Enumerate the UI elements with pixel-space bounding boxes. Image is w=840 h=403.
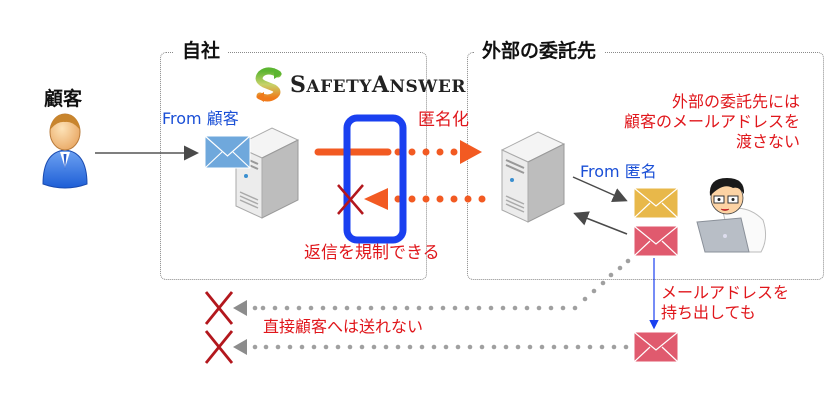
external-contractor-title: 外部の委託先 <box>474 40 605 62</box>
brand-part-1: S <box>290 72 307 98</box>
server-to-contractor-arrow <box>572 176 628 203</box>
take-out-note-line-2: 持ち出しても <box>661 303 756 322</box>
direct-send-attempt-1 <box>233 258 631 316</box>
envelope-red-icon <box>633 225 679 257</box>
envelope-yellow-icon <box>633 187 679 219</box>
reply-blocked-x-icon <box>337 184 364 215</box>
own-company-region <box>160 52 427 280</box>
reply-arrowhead <box>364 188 388 210</box>
blocked-x-icon-2 <box>204 330 234 364</box>
envelope-red-taken-out-icon <box>633 331 679 363</box>
contractor-server-icon <box>498 128 568 224</box>
envelope-blue-icon <box>204 135 251 169</box>
safetyanswer-s-logo-icon <box>254 66 284 104</box>
forward-arrowhead <box>460 140 482 164</box>
reply-restrict-label: 返信を規制できる <box>304 243 440 263</box>
safetyanswer-brand-name: SAFETYANSWER <box>290 72 466 98</box>
brand-part-2: AFETY <box>306 77 372 97</box>
no-address-note-line-2: 顧客のメールアドレスを <box>623 112 800 131</box>
no-address-note: 外部の委託先には 顧客のメールアドレスを 渡さない <box>624 92 800 152</box>
direct-send-attempt-2 <box>233 339 629 355</box>
contractor-to-server-arrow <box>573 211 628 235</box>
from-customer-label: From 顧客 <box>162 109 239 128</box>
from-anonymous-label: From 匿名 <box>580 162 657 181</box>
businessman-icon <box>40 112 90 190</box>
blocked-x-icon-1 <box>204 291 234 325</box>
own-company-title: 自社 <box>174 40 229 62</box>
brand-part-3: A <box>371 72 390 98</box>
cannot-send-direct-label: 直接顧客へは送れない <box>263 317 424 336</box>
person-with-laptop-icon <box>693 172 773 254</box>
reply-blocked-flow <box>364 188 486 210</box>
no-address-note-line-3: 渡さない <box>735 132 800 151</box>
no-address-note-line-1: 外部の委託先には <box>671 92 800 111</box>
take-out-note: メールアドレスを 持ち出しても <box>661 283 789 323</box>
brand-part-4: NSWER <box>389 77 466 97</box>
take-out-note-line-1: メールアドレスを <box>661 283 790 302</box>
safetyanswer-gate <box>343 114 407 244</box>
external-contractor-region <box>467 52 824 280</box>
customer-label: 顧客 <box>44 88 83 110</box>
anonymize-label: 匿名化 <box>418 110 469 130</box>
